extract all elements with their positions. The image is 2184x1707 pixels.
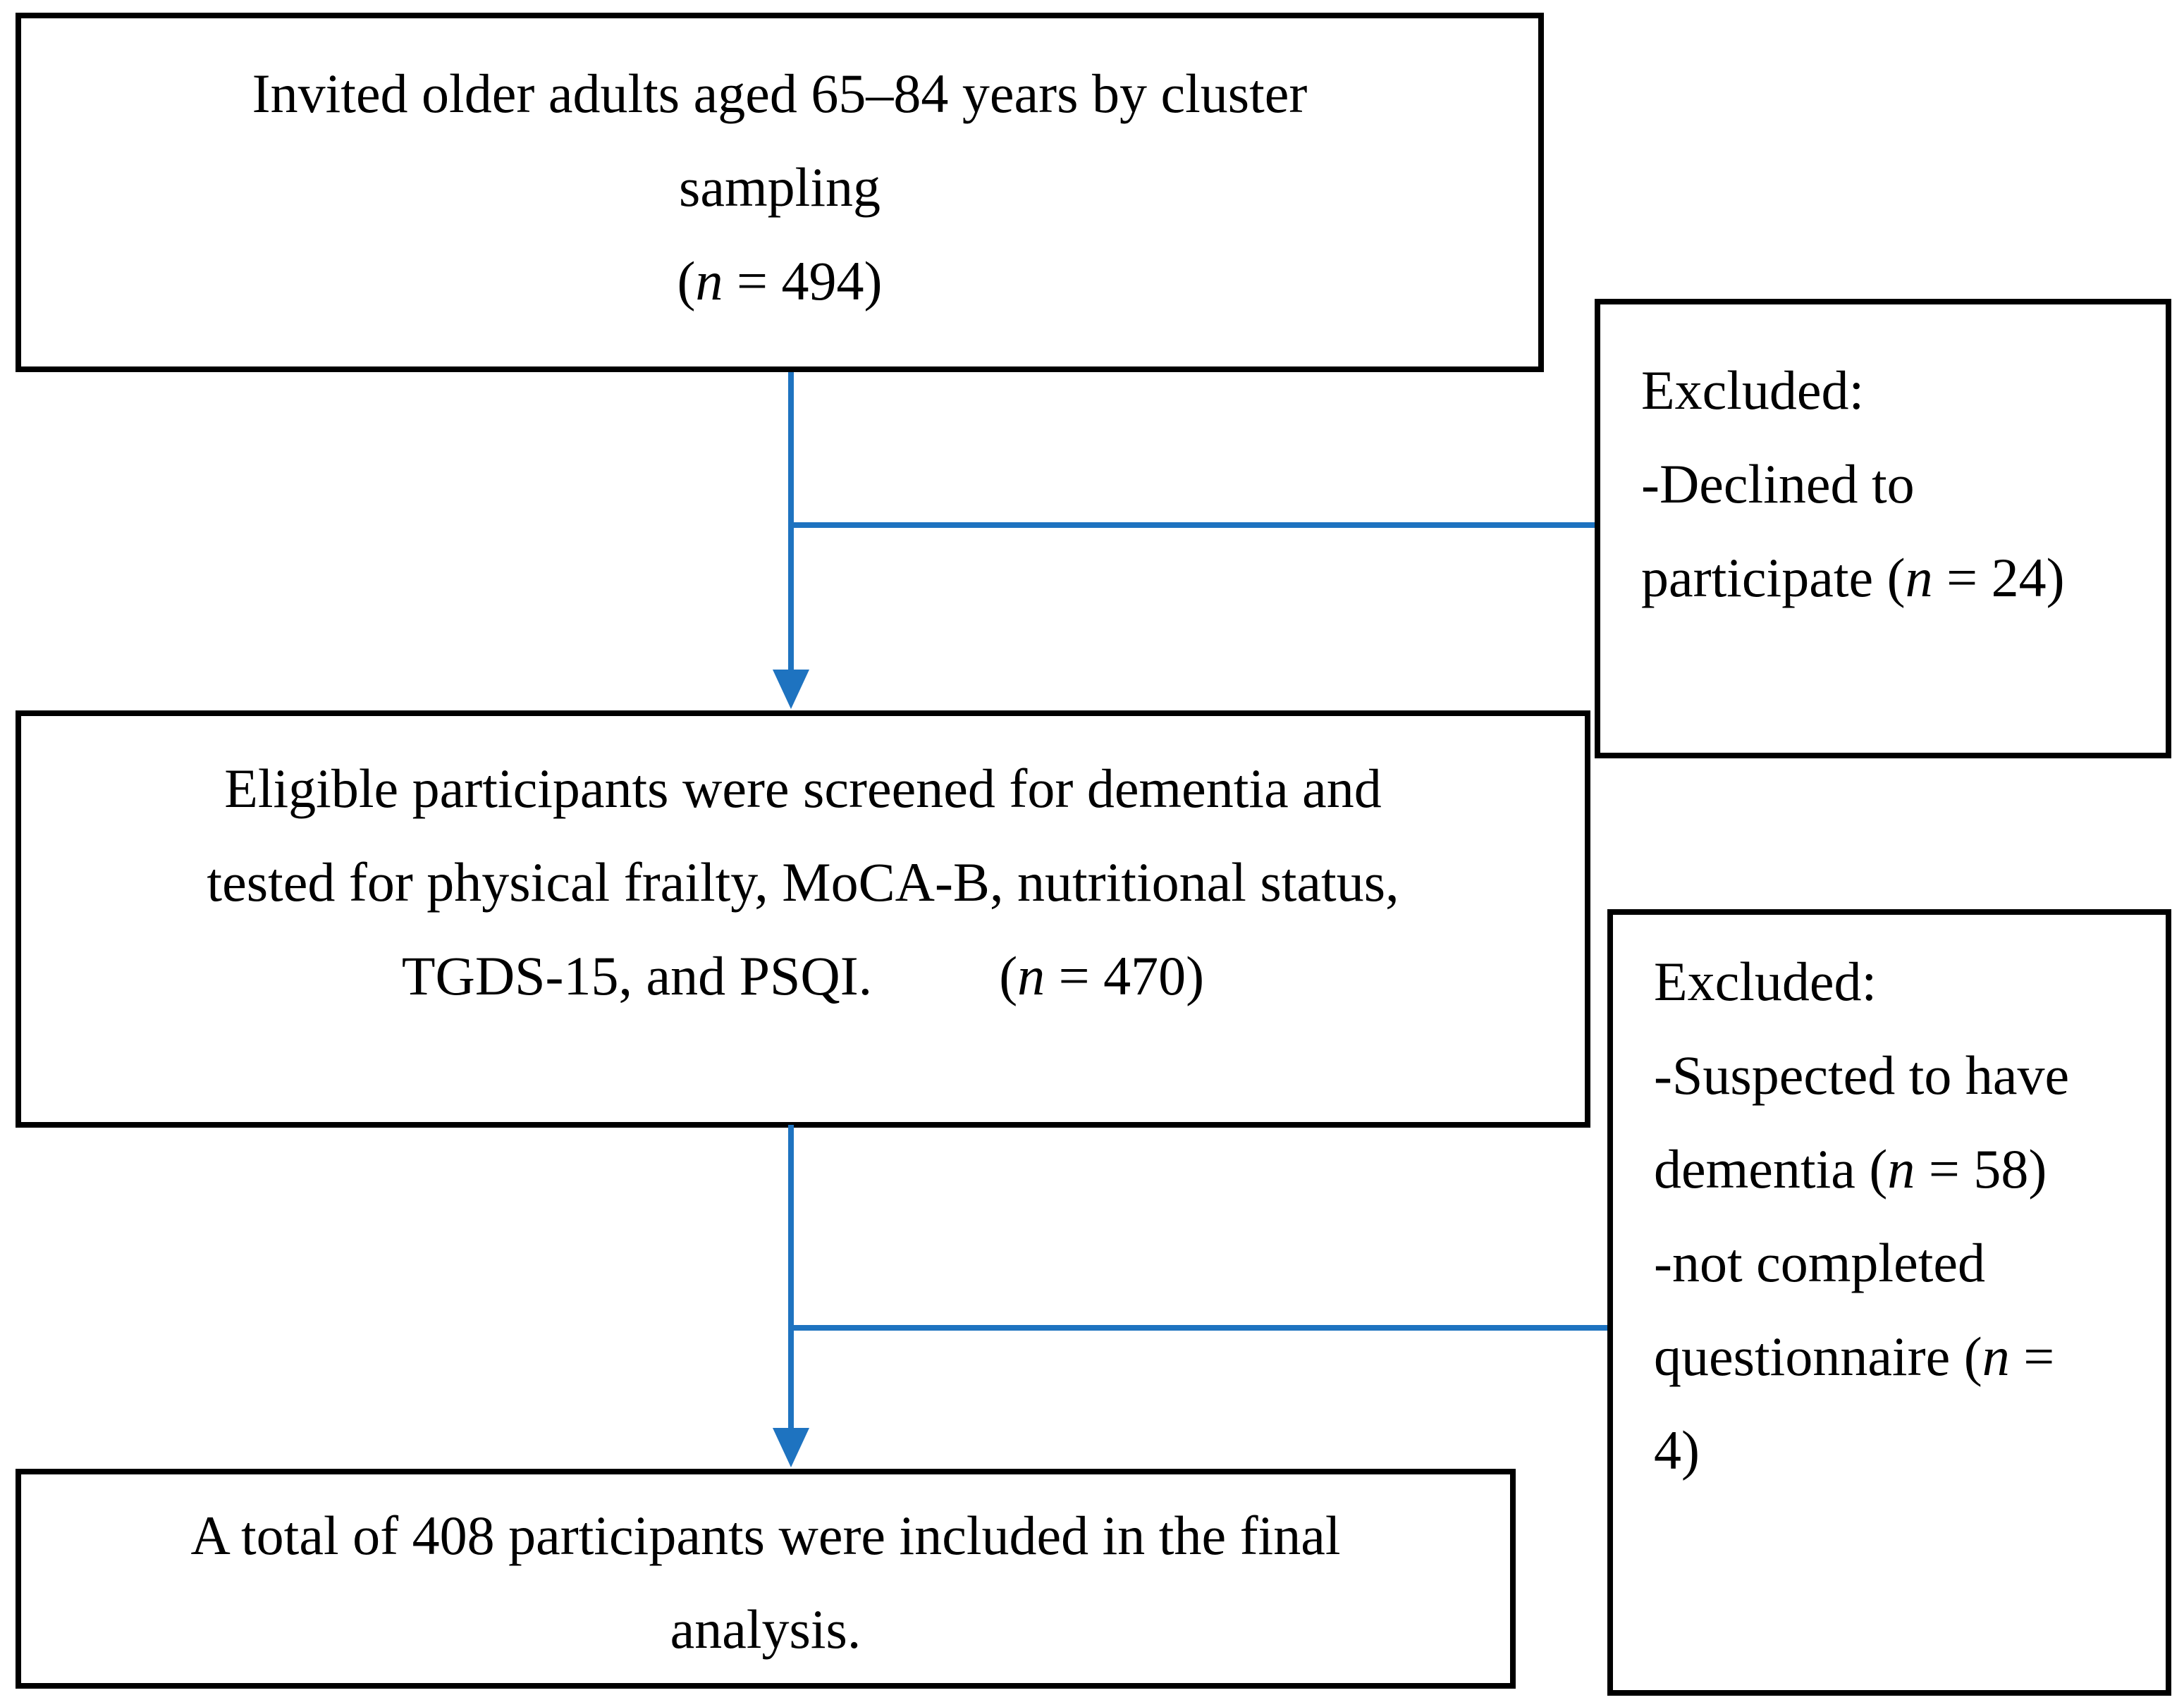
- italic-n-text: n: [1017, 945, 1045, 1006]
- arrow-down-icon: [773, 1428, 809, 1467]
- text-segment: Eligible participants were screened for …: [224, 758, 1382, 819]
- text-line: tested for physical frailty, MoCA-B, nut…: [21, 835, 1585, 929]
- connector-vertical-bottom: [788, 1125, 794, 1432]
- text-segment: dementia (: [1654, 1138, 1888, 1200]
- text-segment: tested for physical frailty, MoCA-B, nut…: [207, 851, 1399, 913]
- text-segment: (: [999, 945, 1018, 1006]
- text-segment: (: [677, 250, 696, 312]
- italic-n-text: n: [1905, 547, 1933, 608]
- text-line: Excluded:: [1641, 343, 2149, 437]
- text-line: participate (n = 24): [1641, 531, 2149, 624]
- text-line: -Declined to: [1641, 437, 2149, 531]
- text-segment: Invited older adults aged 65–84 years by…: [252, 63, 1308, 124]
- text-line: questionnaire (n =: [1654, 1309, 2149, 1403]
- text-line: -not completed: [1654, 1216, 2149, 1309]
- text-segment: questionnaire (: [1654, 1326, 1982, 1387]
- box-final-analysis: A total of 408 participants were include…: [16, 1469, 1516, 1689]
- arrow-down-icon: [773, 670, 809, 709]
- text-segment: = 470): [1045, 945, 1205, 1006]
- connector-horizontal-to-excluded-bottom: [791, 1325, 1607, 1331]
- text-line: A total of 408 participants were include…: [21, 1489, 1510, 1582]
- text-segment: sampling: [679, 156, 881, 218]
- text-segment: Excluded:: [1641, 359, 1865, 421]
- box-eligible-screened: Eligible participants were screened for …: [16, 710, 1590, 1128]
- italic-n-text: n: [1887, 1138, 1915, 1200]
- text-segment: -not completed: [1654, 1232, 1986, 1293]
- box-invited-sample: Invited older adults aged 65–84 years by…: [16, 13, 1544, 372]
- text-segment: -Declined to: [1641, 453, 1915, 514]
- text-segment: 4): [1654, 1419, 1700, 1481]
- italic-n-text: n: [1982, 1326, 2010, 1387]
- text-line: dementia (n = 58): [1654, 1122, 2149, 1216]
- text-segment: participate (: [1641, 547, 1906, 608]
- text-segment: A total of 408 participants were include…: [190, 1505, 1341, 1566]
- text-line: (n = 494): [21, 234, 1538, 328]
- text-line: -Suspected to have: [1654, 1028, 2149, 1122]
- text-segment: TGDS-15, and PSQI.: [401, 945, 873, 1006]
- text-line: 4): [1654, 1403, 2149, 1497]
- text-segment: Excluded:: [1654, 951, 1877, 1012]
- text-segment: = 494): [723, 250, 883, 312]
- text-line: Eligible participants were screened for …: [21, 741, 1585, 835]
- text-line: Invited older adults aged 65–84 years by…: [21, 47, 1538, 140]
- italic-n-text: n: [695, 250, 723, 312]
- box-excluded-declined: Excluded: -Declined to participate (n = 24…: [1595, 299, 2171, 758]
- text-segment: =: [2009, 1326, 2055, 1387]
- text-segment: -Suspected to have: [1654, 1044, 2070, 1106]
- text-segment: = 24): [1932, 547, 2065, 608]
- text-segment: = 58): [1915, 1138, 2047, 1200]
- text-line: TGDS-15, and PSQI. (n = 470): [21, 929, 1585, 1023]
- text-line: analysis.: [21, 1582, 1510, 1676]
- connector-horizontal-to-excluded-top: [791, 522, 1595, 528]
- text-segment: analysis.: [670, 1598, 861, 1660]
- text-line: sampling: [21, 140, 1538, 234]
- text-line: Excluded:: [1654, 935, 2149, 1028]
